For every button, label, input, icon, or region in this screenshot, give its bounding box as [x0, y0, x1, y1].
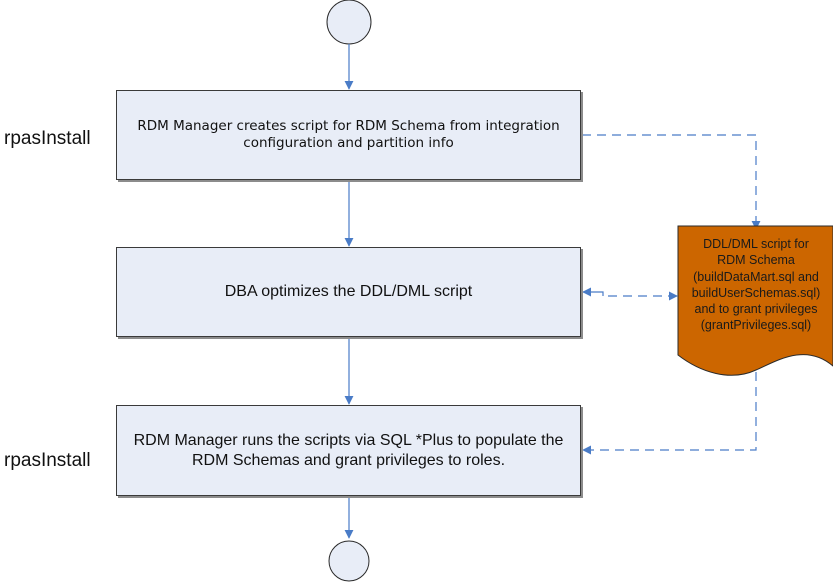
document-node — [677, 225, 833, 376]
lane-label-rpasinstall-bottom: rpasInstall — [4, 450, 91, 471]
document-line: (grantPrivileges.sql) — [700, 318, 812, 333]
end-node — [328, 540, 370, 582]
process-step-label: RDM Manager creates script for RDM Schem… — [137, 118, 560, 151]
document-label: DDL/DML script for RDM Schema (buildData… — [678, 236, 833, 334]
process-step-dba-optimize: DBA optimizes the DDL/DML script — [116, 247, 581, 337]
process-step-label: DBA optimizes the DDL/DML script — [224, 283, 473, 300]
process-step-run-scripts: RDM Manager runs the scripts via SQL *Pl… — [116, 405, 581, 496]
edge-document-to-step3 — [582, 372, 757, 455]
lane-label-rpasinstall-top: rpasInstall — [4, 128, 91, 149]
document-line: (buildDataMart.sql and — [693, 269, 819, 284]
document-line: and to grant privileges — [694, 302, 818, 316]
edge-step1-to-document — [582, 134, 761, 230]
document-line: DDL/DML script for — [703, 237, 809, 251]
document-line: buildUserSchemas.sql) — [691, 285, 821, 300]
process-step-label: RDM Manager runs the scripts via SQL *Pl… — [133, 431, 564, 469]
process-step-create-script: RDM Manager creates script for RDM Schem… — [116, 90, 581, 180]
edge-document-to-step2 — [582, 287, 604, 297]
document-line: RDM Schema — [717, 253, 795, 268]
start-node — [326, 0, 372, 45]
